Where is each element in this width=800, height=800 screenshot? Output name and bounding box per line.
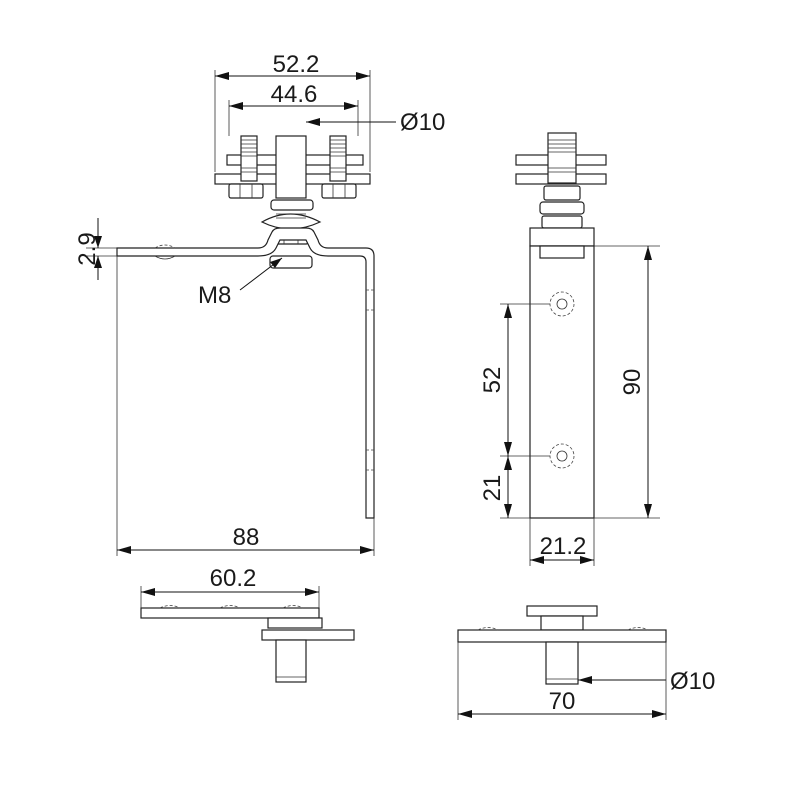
- dim-label-21-2: 21.2: [540, 533, 587, 560]
- bl-pin: [275, 639, 307, 683]
- dim-label-pin-dia-front: Ø10: [400, 109, 445, 136]
- side-nut-mid: [539, 201, 585, 215]
- dim-label-2-9: 2.9: [74, 232, 101, 265]
- nut-right: [321, 183, 357, 199]
- nut-left: [228, 183, 264, 199]
- side-stud: [547, 132, 577, 184]
- br-pin: [545, 641, 579, 685]
- angle-bracket: [116, 227, 375, 519]
- nut-center: [270, 199, 314, 211]
- side-bracket-top: [529, 227, 595, 247]
- side-nut-low: [541, 215, 583, 229]
- dim-label-44-6: 44.6: [271, 81, 318, 108]
- stud-right: [329, 135, 347, 182]
- front-view: [86, 70, 396, 556]
- br-plate-top: [526, 605, 598, 617]
- bl-lower-plate: [261, 629, 355, 641]
- dim-label-90: 90: [619, 369, 646, 396]
- dim-label-21: 21: [479, 475, 506, 502]
- bottom-right-view: [457, 605, 667, 720]
- dim-label-60-2: 60.2: [210, 565, 257, 592]
- side-bracket-body: [529, 245, 595, 519]
- dim-label-70: 70: [549, 688, 576, 715]
- dim-label-88: 88: [233, 524, 260, 551]
- br-nut: [540, 615, 584, 631]
- dim-label-52: 52: [479, 367, 506, 394]
- stud-left: [240, 135, 258, 182]
- side-nut-under: [539, 245, 585, 259]
- dim-label-m8: M8: [198, 282, 231, 309]
- center-pin: [275, 135, 307, 199]
- side-view: [500, 132, 660, 566]
- bl-washer: [267, 617, 323, 629]
- stud-threads: [241, 139, 346, 173]
- spring-coil: [260, 213, 322, 230]
- dim-label-pin-dia-bottom: Ø10: [670, 668, 715, 695]
- side-nut-top: [543, 185, 581, 201]
- dim-label-52-2: 52.2: [273, 51, 320, 78]
- bl-plate: [140, 607, 320, 619]
- br-plate: [457, 629, 667, 643]
- bottom-left-view: [140, 586, 355, 683]
